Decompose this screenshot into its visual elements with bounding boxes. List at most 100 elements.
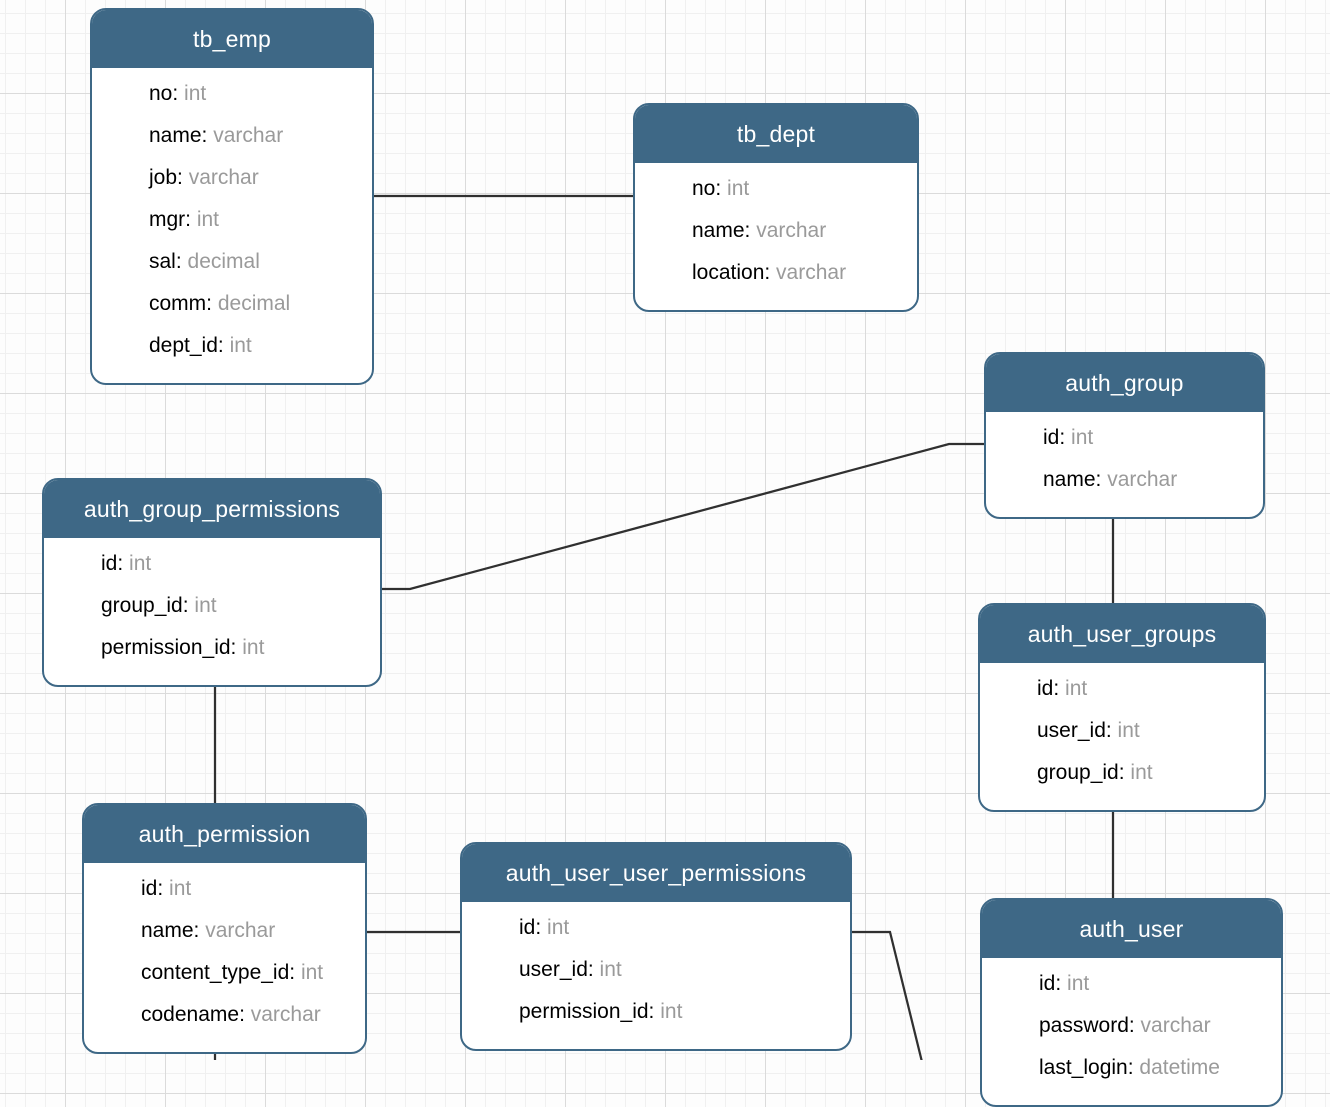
field-type: int — [541, 916, 570, 939]
field-name: user_id: — [519, 958, 594, 981]
field-row-group_id: group_id: int — [44, 585, 380, 627]
field-name: codename: — [141, 1003, 245, 1026]
field-name: sal: — [149, 250, 182, 273]
field-row-name: name: varchar — [84, 910, 365, 952]
field-type: int — [1059, 677, 1088, 700]
table-auth_user[interactable]: auth_user id: int password: varchar last_l… — [980, 898, 1283, 1107]
table-auth_user_user_permissions[interactable]: auth_user_user_permissions id: int user_i… — [460, 842, 852, 1051]
field-name: location: — [692, 261, 771, 284]
field-type: int — [223, 334, 252, 357]
field-name: group_id: — [1037, 761, 1125, 784]
table-header: auth_user_groups — [980, 605, 1264, 663]
field-row-name: name: varchar — [635, 210, 917, 252]
field-row-dept_id: dept_id: int — [92, 325, 372, 367]
field-row-name: name: varchar — [986, 459, 1263, 501]
field-name: id: — [1039, 972, 1062, 995]
field-type: decimal — [212, 292, 291, 315]
field-row-job: job: varchar — [92, 157, 372, 199]
field-type: int — [1124, 761, 1153, 784]
table-header: auth_permission — [84, 805, 365, 863]
field-row-content_type_id: content_type_id: int — [84, 952, 365, 994]
field-name: job: — [149, 166, 183, 189]
field-name: name: — [1043, 468, 1102, 491]
field-row-permission_id: permission_id: int — [44, 627, 380, 669]
field-row-id: id: int — [462, 907, 850, 949]
field-type: int — [1061, 972, 1090, 995]
field-type: int — [1111, 719, 1140, 742]
field-type: int — [295, 961, 324, 984]
field-name: id: — [101, 552, 124, 575]
table-header: auth_group_permissions — [44, 480, 380, 538]
field-name: dept_id: — [149, 334, 224, 357]
field-name: no: — [692, 177, 722, 200]
table-header: auth_user — [982, 900, 1281, 958]
field-name: content_type_id: — [141, 961, 296, 984]
table-title: auth_user — [1079, 916, 1184, 942]
field-type: int — [191, 208, 220, 231]
table-title: auth_group — [1065, 370, 1184, 396]
table-auth_group[interactable]: auth_group id: int name: varchar — [984, 352, 1265, 519]
table-title: auth_permission — [138, 821, 311, 847]
field-name: id: — [1037, 677, 1060, 700]
relationship-lines-layer — [213, 194, 1115, 1060]
field-row-group_id: group_id: int — [980, 752, 1264, 794]
field-type: varchar — [207, 124, 284, 147]
field-name: name: — [141, 919, 200, 942]
field-row-comm: comm: decimal — [92, 283, 372, 325]
field-name: id: — [141, 877, 164, 900]
field-name: password: — [1039, 1014, 1135, 1037]
table-header: auth_group — [986, 354, 1263, 412]
field-row-last_login: last_login: datetime — [982, 1047, 1281, 1089]
field-type: int — [236, 636, 265, 659]
relationship-auth_group_permissions-auth_group[interactable] — [380, 442, 984, 591]
field-row-user_id: user_id: int — [980, 710, 1264, 752]
table-title: tb_emp — [193, 26, 271, 52]
field-name: group_id: — [101, 594, 189, 617]
field-type: varchar — [182, 166, 259, 189]
field-type: int — [123, 552, 152, 575]
field-type: varchar — [1101, 468, 1178, 491]
table-header: tb_emp — [92, 10, 372, 68]
table-title: auth_user_user_permissions — [505, 860, 807, 886]
field-row-codename: codename: varchar — [84, 994, 365, 1036]
field-row-id: id: int — [982, 963, 1281, 1005]
field-type: int — [593, 958, 622, 981]
field-type: varchar — [770, 261, 847, 284]
field-type: varchar — [244, 1003, 321, 1026]
field-type: varchar — [199, 919, 276, 942]
field-row-no: no: int — [92, 73, 372, 115]
field-name: no: — [149, 82, 179, 105]
field-name: mgr: — [149, 208, 191, 231]
field-name: comm: — [149, 292, 212, 315]
field-type: int — [1065, 426, 1094, 449]
field-row-mgr: mgr: int — [92, 199, 372, 241]
table-header: auth_user_user_permissions — [462, 844, 850, 902]
table-header: tb_dept — [635, 105, 917, 163]
table-title: auth_user_groups — [1027, 621, 1217, 647]
field-type: int — [188, 594, 217, 617]
field-name: id: — [1043, 426, 1066, 449]
table-title: auth_group_permissions — [83, 496, 341, 522]
field-row-name: name: varchar — [92, 115, 372, 157]
field-type: int — [654, 1000, 683, 1023]
field-type: decimal — [181, 250, 260, 273]
field-row-id: id: int — [980, 668, 1264, 710]
relationship-auth_user_user_permissions-offscreen[interactable] — [850, 930, 923, 1060]
field-row-id: id: int — [84, 868, 365, 910]
field-type: varchar — [1134, 1014, 1211, 1037]
field-type: int — [721, 177, 750, 200]
field-row-id: id: int — [44, 543, 380, 585]
field-row-no: no: int — [635, 168, 917, 210]
field-type: varchar — [750, 219, 827, 242]
table-title: tb_dept — [736, 121, 816, 147]
